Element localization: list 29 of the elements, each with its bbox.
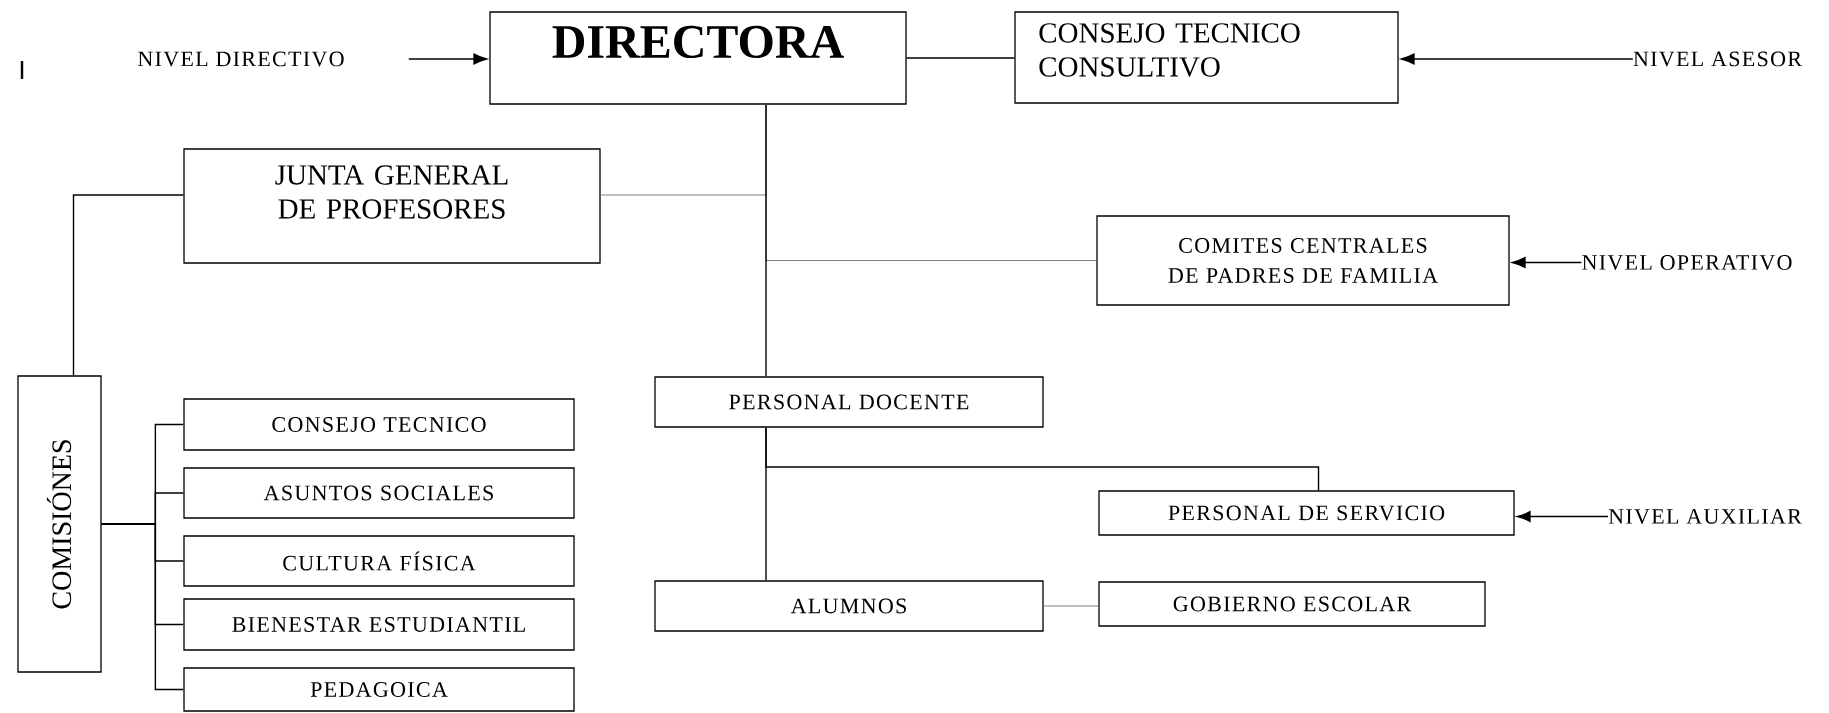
level-label: NIVEL OPERATIVO (1582, 255, 1792, 270)
org-box: CONSEJO TECNICO (183, 398, 575, 451)
org-box: JUNTA GENERAL DE PROFESORES (183, 148, 601, 264)
level-label: NIVEL DIRECTIVO (138, 51, 344, 67)
org-box: CULTURA FÍSICA (183, 535, 575, 587)
org-box: BIENESTAR ESTUDIANTIL (183, 598, 575, 651)
level-label: NIVEL ASESOR (1633, 51, 1802, 67)
org-box: COMISIÓNES (17, 375, 102, 673)
connector (905, 57, 1016, 59)
connector (1400, 53, 1634, 65)
connector (72, 194, 185, 377)
connector (765, 426, 767, 582)
connector (1516, 511, 1609, 522)
connector (1511, 257, 1583, 268)
level-label: NIVEL AUXILIAR (1608, 509, 1802, 524)
org-box: PERSONAL DOCENTE (654, 376, 1044, 428)
org-box: ASUNTOS SOCIALES (183, 467, 575, 519)
org-box: CONSEJO TECNICO CONSULTIVO (1014, 11, 1399, 104)
org-box: PEDAGOICA (183, 667, 575, 712)
connector (1043, 605, 1099, 607)
stray-letter: I (20, 61, 24, 79)
org-box: DIRECTORA (489, 11, 907, 105)
org-box: GOBIERNO ESCOLAR (1098, 581, 1486, 627)
connector (765, 103, 767, 378)
connector (408, 53, 488, 65)
connector (100, 523, 185, 691)
org-box: PERSONAL DE SERVICIO (1098, 490, 1515, 536)
org-box: ALUMNOS (654, 580, 1044, 632)
org-box: COMITES CENTRALES DE PADRES DE FAMILIA (1096, 215, 1510, 306)
